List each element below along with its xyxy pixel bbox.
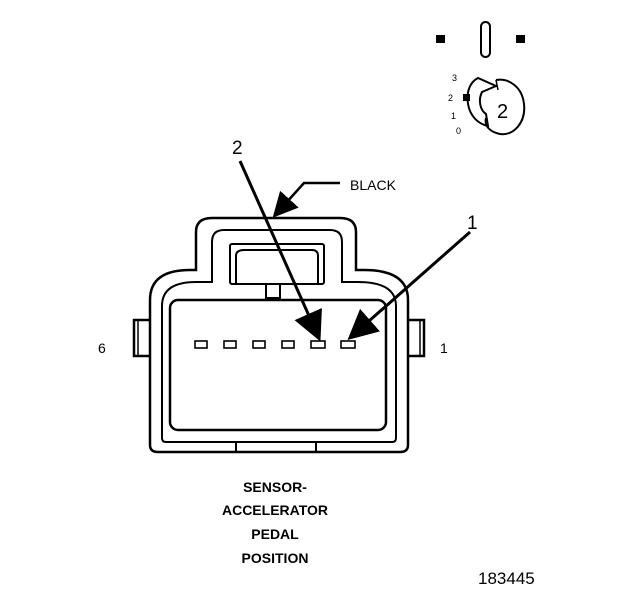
key-square-left-icon: [436, 35, 445, 43]
cavity-2: [310, 340, 326, 349]
cavity-3: [281, 340, 295, 349]
color-callout-leader: [272, 181, 340, 218]
key-square-right-icon: [516, 35, 525, 43]
callout-1-label: 1: [467, 213, 478, 234]
caption-line-3: PEDAL: [251, 526, 299, 542]
color-callout: BLACK: [272, 177, 397, 218]
connector-body: [132, 216, 426, 454]
rotary-key-icon: [466, 76, 499, 128]
cavity-5: [223, 340, 237, 349]
caption-line-2: ACCELERATOR: [221, 502, 329, 518]
key-pointer-icon: [463, 94, 470, 101]
callout-2-label: 2: [232, 138, 243, 159]
caption-line-4: POSITION: [241, 550, 309, 566]
caption-line-1: SENSOR-: [243, 479, 307, 495]
terminal-cavities: [194, 340, 356, 349]
key-slot-icon: [480, 21, 491, 58]
figure-number: 183445: [478, 569, 535, 588]
cavity-1: [340, 340, 356, 349]
cavity-end-label-left: 6: [98, 340, 106, 356]
callout-2-arrow: [238, 160, 322, 342]
callout-2: 2: [232, 138, 322, 342]
cavity-6: [194, 340, 208, 349]
key-position-2: 2: [448, 93, 453, 103]
key-position-3: 3: [452, 73, 457, 83]
cavity-end-label-right: 1: [440, 340, 448, 356]
keying-icon: 3 2 1 0 2: [436, 21, 526, 136]
key-value-label: 2: [497, 101, 508, 123]
rotary-key-tab-icon: [484, 78, 526, 136]
key-position-0: 0: [456, 126, 461, 136]
callout-1: 1: [347, 213, 478, 340]
key-position-1: 1: [451, 111, 456, 121]
cavity-4: [252, 340, 266, 349]
callout-1-arrow: [347, 230, 471, 340]
connector-color-label: BLACK: [350, 177, 397, 193]
